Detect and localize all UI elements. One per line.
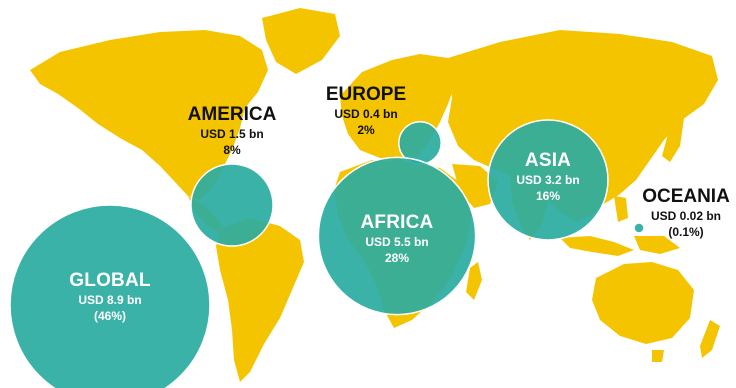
region-amount-europe: USD 0.4 bn (334, 107, 398, 121)
region-amount-global: USD 8.9 bn (78, 293, 142, 307)
label-asia: ASIA USD 3.2 bn 16% (516, 150, 579, 204)
region-share-asia: 16% (535, 189, 561, 203)
land-south-america (216, 218, 304, 382)
bubble-global (9, 204, 211, 388)
land-madagascar (466, 262, 482, 300)
bubble-africa (317, 156, 477, 316)
region-amount-africa: USD 5.5 bn (365, 235, 429, 249)
land-arabia (452, 164, 498, 208)
land-new-zealand (700, 320, 720, 358)
region-name-oceania: OCEANIA (642, 186, 730, 207)
bubble-america (190, 163, 274, 247)
label-africa: AFRICA USD 5.5 bn 28% (361, 212, 434, 266)
region-bubbles (9, 119, 645, 388)
region-name-global: GLOBAL (69, 270, 151, 291)
region-amount-america: USD 1.5 bn (200, 127, 264, 141)
label-oceania: OCEANIA USD 0.02 bn (0.1%) (642, 186, 730, 240)
region-name-asia: ASIA (524, 150, 572, 171)
land-japan (662, 112, 684, 162)
region-name-america: AMERICA (187, 104, 277, 125)
land-north-america (30, 30, 268, 200)
land-greenland (262, 8, 340, 74)
land-australia (592, 262, 694, 344)
region-name-africa: AFRICA (360, 212, 434, 233)
bubble-asia (487, 119, 609, 241)
label-global: GLOBAL USD 8.9 bn (46%) (69, 270, 150, 324)
land-indonesia (560, 236, 634, 256)
region-share-america: 8% (223, 143, 241, 157)
land-new-guinea (634, 236, 680, 254)
bubble-oceania (633, 222, 645, 234)
region-share-europe: 2% (357, 123, 375, 137)
region-share-oceania: (0.1%) (668, 225, 704, 239)
region-amount-oceania: USD 0.02 bn (650, 209, 722, 223)
region-share-global: (46%) (93, 309, 127, 323)
label-america: AMERICA USD 1.5 bn 8% (188, 104, 277, 158)
region-share-africa: 28% (384, 251, 410, 265)
region-amount-asia: USD 3.2 bn (516, 173, 580, 187)
land-tasmania (652, 350, 664, 362)
land-philippines (614, 196, 628, 222)
label-europe: EUROPE USD 0.4 bn 2% (326, 84, 406, 138)
region-name-europe: EUROPE (325, 84, 407, 105)
